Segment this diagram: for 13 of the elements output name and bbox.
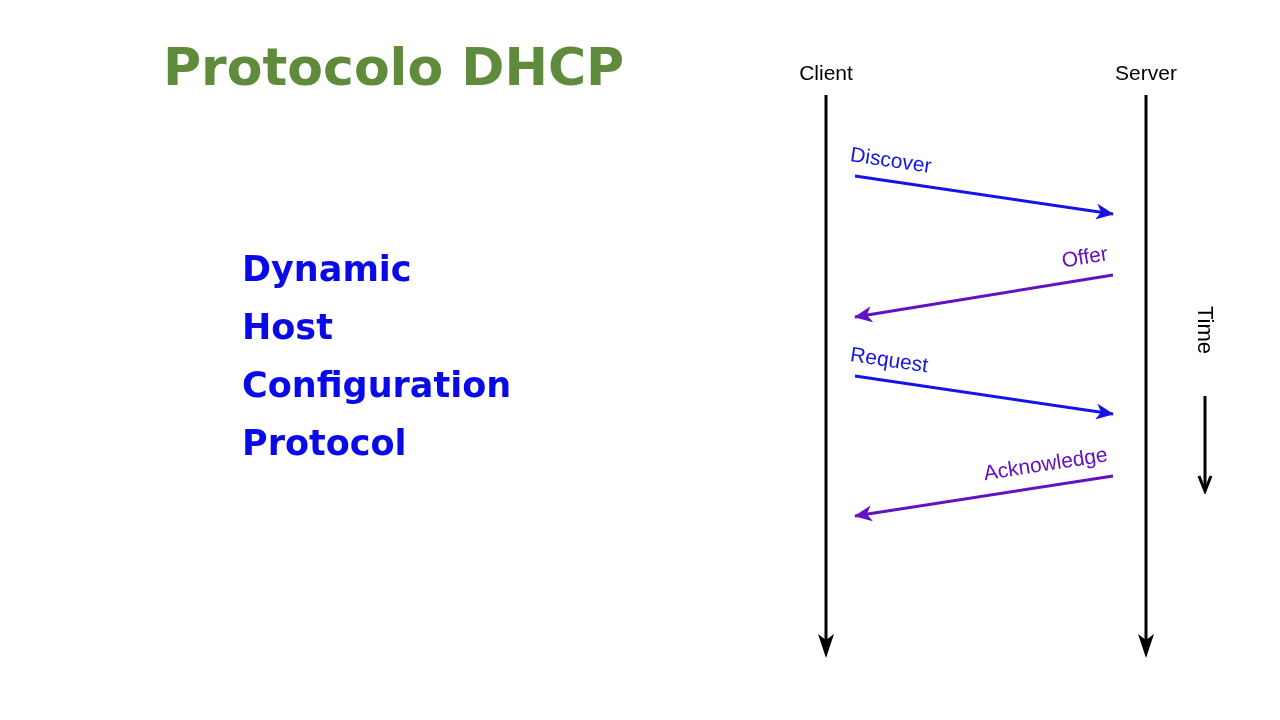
participant-label: Client <box>799 60 853 86</box>
participant-label: Server <box>1115 60 1177 86</box>
message-arrow <box>854 374 1114 420</box>
expansion-text: Dynamic Host Configuration Protocol <box>242 248 512 465</box>
message-arrow <box>854 474 1114 522</box>
edge-label: Request <box>849 343 930 377</box>
message-arrow <box>854 174 1114 220</box>
edge-label: Offer <box>1059 242 1109 272</box>
title: Protocolo DHCP <box>163 36 625 98</box>
edge-label: Acknowledge <box>982 443 1109 485</box>
time-label: Time <box>1192 306 1218 355</box>
edge-label: Discover <box>849 143 933 177</box>
message-arrow <box>854 273 1114 323</box>
